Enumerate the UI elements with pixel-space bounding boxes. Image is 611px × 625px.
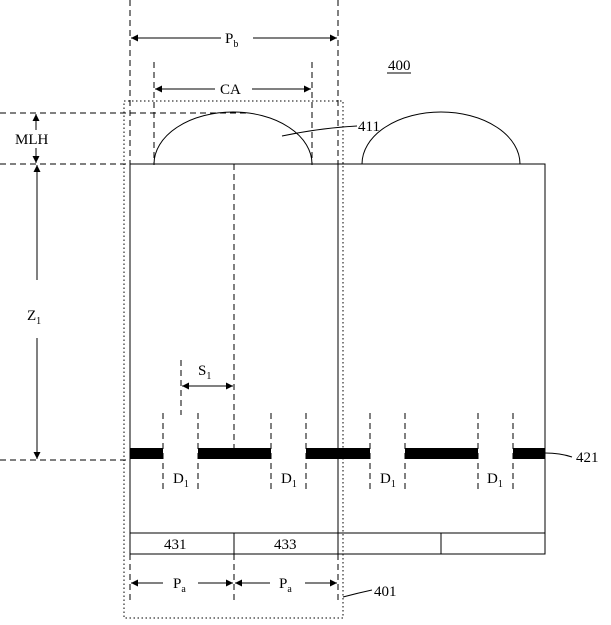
pixel-label: 431	[164, 537, 187, 553]
s1-label: S1	[198, 363, 211, 382]
callout-411-label: 411	[358, 119, 380, 135]
pa-left-label: Pa	[173, 576, 186, 595]
pixel-cell	[337, 532, 442, 555]
ca-label: CA	[220, 82, 241, 98]
pixel-cell	[440, 532, 546, 555]
mask-segment	[198, 448, 271, 459]
callout-401-label: 401	[374, 584, 397, 600]
microlens-right	[361, 111, 521, 165]
mask-layer	[130, 448, 545, 459]
opening-label: D1	[281, 471, 297, 490]
mask-segment	[130, 448, 163, 459]
opening-label: D1	[173, 471, 189, 490]
mlh-label: MLH	[15, 132, 49, 148]
pb-label: Pb	[225, 31, 238, 50]
opening-label: D1	[487, 471, 503, 490]
pixel-row: 431 433	[129, 532, 546, 555]
pixel-label: 433	[274, 537, 297, 553]
mask-segment	[513, 448, 545, 459]
unit-cell-outline	[123, 100, 344, 619]
figure-ref-number: 400	[388, 58, 411, 74]
opening-edges	[162, 413, 514, 489]
mask-segment	[306, 448, 370, 459]
callout-411-leader	[281, 125, 358, 137]
callout-401-leader	[342, 589, 373, 598]
mask-segment	[405, 448, 478, 459]
z1-label: Z1	[27, 308, 41, 327]
opening-label: D1	[380, 471, 396, 490]
pa-right-label: Pa	[279, 576, 292, 595]
callout-421-leader	[544, 452, 573, 458]
microlens-left	[153, 111, 313, 165]
callout-421-label: 421	[576, 450, 599, 466]
